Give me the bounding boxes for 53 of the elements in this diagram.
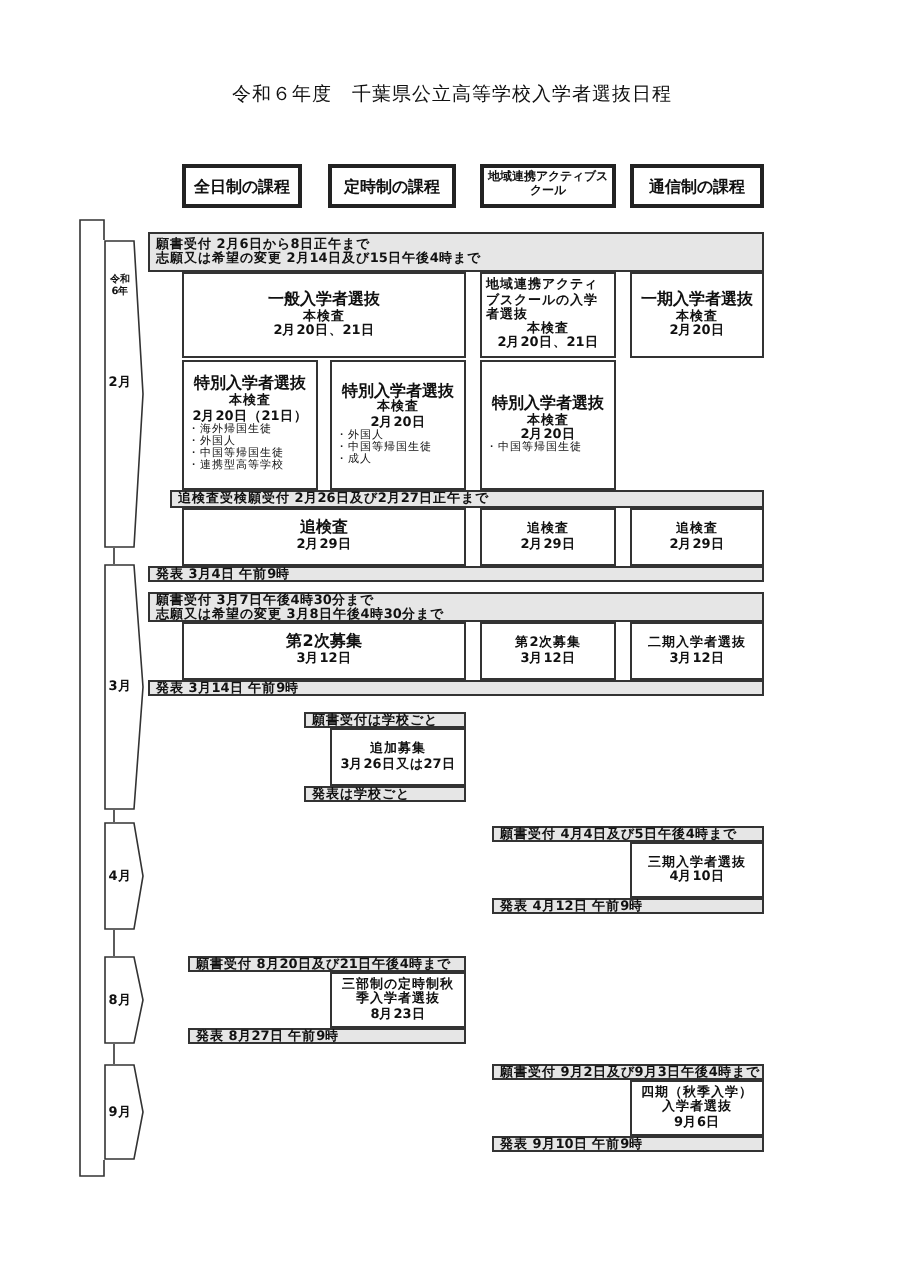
exam-title: 一期入学者選抜 bbox=[639, 291, 755, 309]
schedule-box bbox=[330, 972, 466, 1028]
month-marker bbox=[104, 822, 144, 930]
column-header-box bbox=[630, 164, 764, 208]
note-bar bbox=[170, 490, 764, 508]
exam-title: 追検査 bbox=[298, 520, 348, 538]
note-bar bbox=[492, 898, 764, 914]
schedule-box bbox=[480, 360, 616, 490]
schedule-box bbox=[630, 1080, 764, 1136]
schedule-box bbox=[630, 622, 764, 680]
note-bar bbox=[148, 232, 764, 272]
column-header-box bbox=[182, 164, 302, 208]
column-header-box bbox=[328, 164, 456, 208]
connector-line bbox=[113, 809, 115, 823]
exam-title: 一般入学者選抜 bbox=[266, 291, 382, 309]
schedule-box bbox=[480, 272, 616, 358]
exam-title: 第2次募集 bbox=[284, 634, 364, 652]
schedule-box bbox=[182, 622, 466, 680]
schedule-box bbox=[480, 508, 616, 566]
exam-title: 特別入学者選抜 bbox=[191, 376, 308, 393]
note-bar bbox=[492, 1064, 764, 1080]
note-bar bbox=[188, 956, 466, 972]
exam-title: 特別入学者選抜 bbox=[489, 395, 606, 413]
exam-title: 特別入学者選抜 bbox=[339, 383, 456, 400]
connector-line bbox=[113, 547, 115, 565]
schedule-box bbox=[330, 360, 466, 490]
note-bar bbox=[148, 680, 764, 696]
note-bar bbox=[188, 1028, 466, 1044]
schedule-box bbox=[330, 728, 466, 786]
schedule-box bbox=[182, 272, 466, 358]
connector-line bbox=[113, 1043, 115, 1065]
exam-title: 通信制の課程 bbox=[649, 175, 745, 197]
schedule-box bbox=[480, 622, 616, 680]
connector-line bbox=[113, 929, 115, 957]
month-marker bbox=[104, 1064, 144, 1160]
month-marker bbox=[104, 240, 144, 548]
note-bar bbox=[148, 592, 764, 622]
month-marker bbox=[104, 564, 144, 810]
exam-title: 全日制の課程 bbox=[194, 175, 290, 197]
note-bar bbox=[148, 566, 764, 582]
column-header-box bbox=[480, 164, 616, 208]
note-bar bbox=[304, 786, 466, 802]
schedule-box bbox=[630, 842, 764, 898]
note-bar bbox=[492, 826, 764, 842]
schedule-box bbox=[630, 508, 764, 566]
exam-title: 定時制の課程 bbox=[344, 175, 440, 197]
schedule-box bbox=[630, 272, 764, 358]
title: 令和６年度 千葉県公立高等学校入学者選抜日程 bbox=[230, 82, 674, 108]
note-bar bbox=[304, 712, 466, 728]
note-bar bbox=[492, 1136, 764, 1152]
schedule-box bbox=[182, 508, 466, 566]
schedule-box bbox=[182, 360, 318, 490]
month-marker bbox=[104, 956, 144, 1044]
